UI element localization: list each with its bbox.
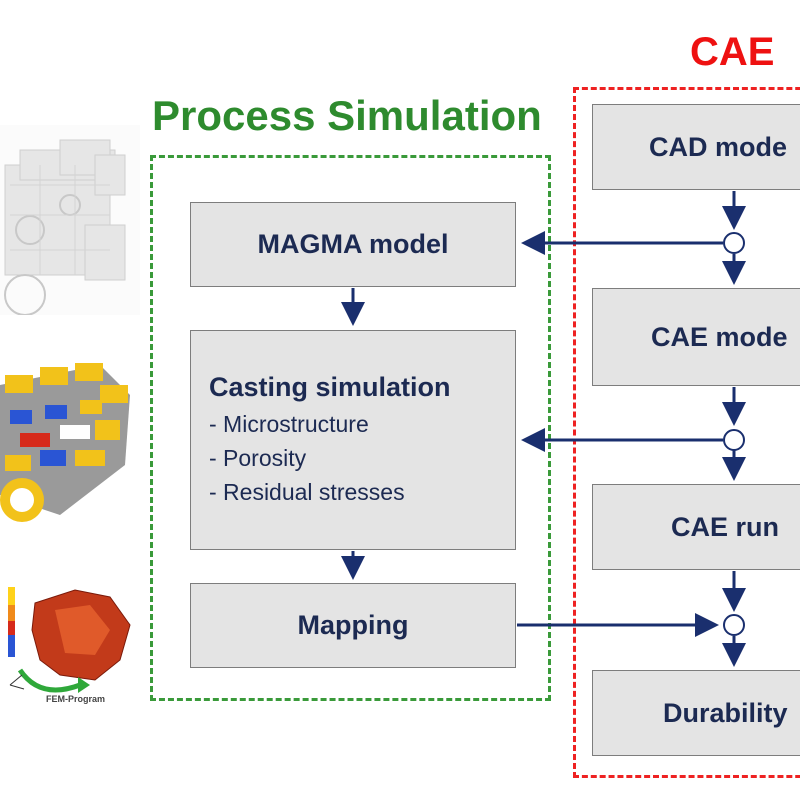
casting-simulation-label: Casting simulation — [209, 371, 451, 402]
casting-simulation-image — [0, 355, 140, 535]
durability-label: Durability — [663, 697, 788, 728]
cae-title: CAE — [690, 30, 775, 74]
cae-run-label: CAE run — [671, 511, 779, 542]
engine-block-mesh-image — [0, 125, 140, 315]
cad-model-box: CAD mode — [592, 104, 800, 190]
cad-model-label: CAD mode — [649, 131, 788, 162]
cae-model-label: CAE mode — [651, 321, 788, 352]
residual-stresses-item: - Residual stresses — [209, 478, 405, 505]
magma-model-box: MAGMA model — [190, 202, 516, 287]
cae-run-box: CAE run — [592, 484, 800, 570]
mapping-box: Mapping — [190, 583, 516, 668]
casting-simulation-box: Casting simulation - Microstructure - Po… — [190, 330, 516, 550]
durability-box: Durability — [592, 670, 800, 756]
fem-mapping-image — [0, 575, 140, 705]
process-simulation-frame — [150, 155, 551, 701]
process-simulation-title: Process Simulation — [152, 92, 542, 139]
cae-model-box: CAE mode — [592, 288, 800, 386]
magma-model-label: MAGMA model — [257, 229, 449, 259]
fem-program-label: FEM-Program — [46, 694, 106, 704]
microstructure-item: - Microstructure — [209, 410, 369, 437]
porosity-item: - Porosity — [209, 444, 307, 471]
cae-frame — [573, 87, 800, 778]
mapping-label: Mapping — [297, 610, 409, 640]
